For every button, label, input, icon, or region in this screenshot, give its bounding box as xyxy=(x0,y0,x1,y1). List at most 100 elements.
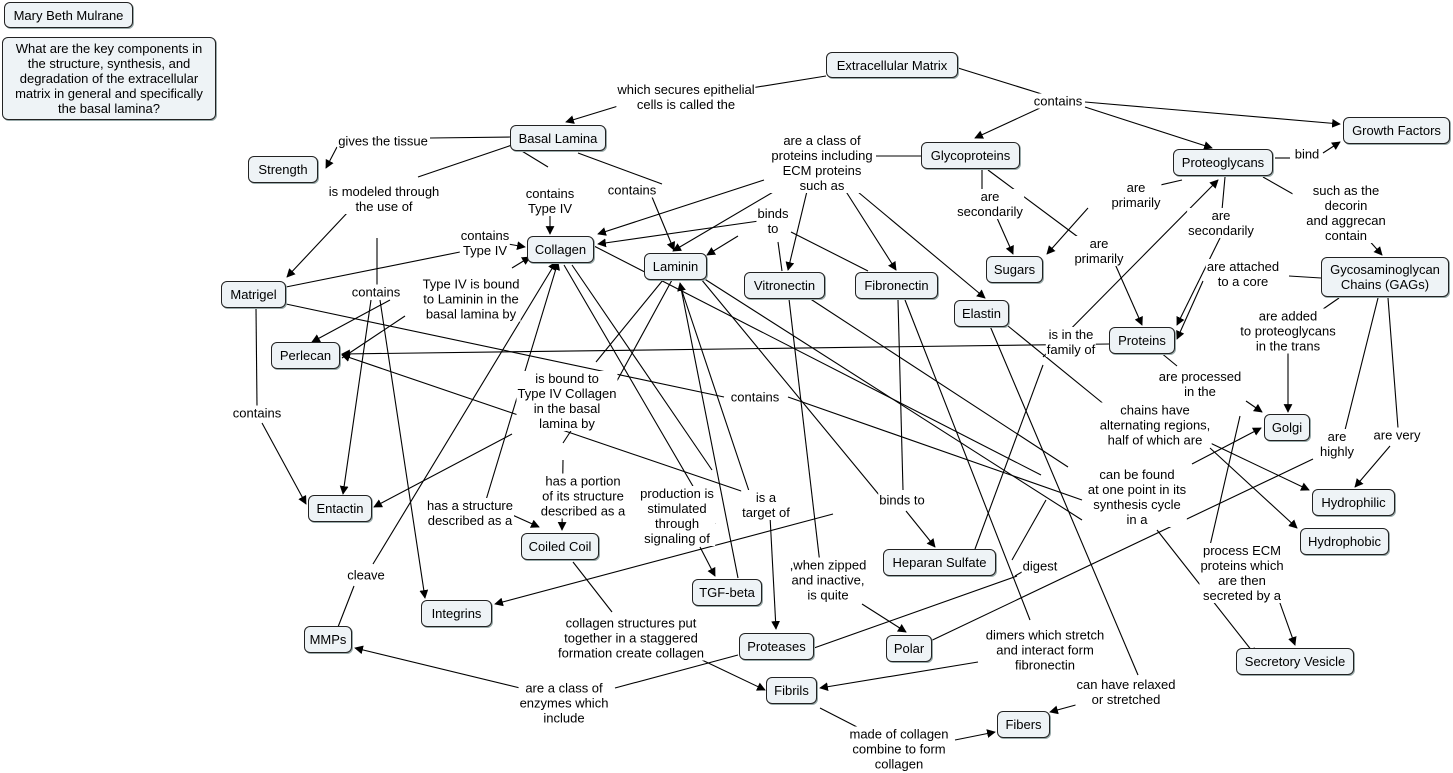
node-collagen[interactable]: Collagen xyxy=(527,236,594,263)
label-modeled: is modeled through the use of xyxy=(327,184,441,214)
label-attached-core: are attached to a core xyxy=(1205,259,1281,289)
node-elastin[interactable]: Elastin xyxy=(954,300,1009,327)
connector-line-85 xyxy=(897,299,904,491)
connector-line-58 xyxy=(261,422,307,505)
connector-line-29 xyxy=(1114,263,1143,326)
node-extracellular-matrix[interactable]: Extracellular Matrix xyxy=(826,52,958,78)
node-matrigel[interactable]: Matrigel xyxy=(221,281,286,308)
label-bind: bind xyxy=(1293,146,1321,162)
label-family-of: is in the family of xyxy=(1045,327,1097,357)
label-portion-structure: has a portion of its structure described… xyxy=(539,473,627,519)
connector-line-47 xyxy=(974,364,1044,550)
connector-line-89 xyxy=(372,261,557,565)
connector-line-22 xyxy=(597,220,760,248)
node-polar[interactable]: Polar xyxy=(886,635,932,662)
node-golgi[interactable]: Golgi xyxy=(1264,414,1310,441)
node-proteases[interactable]: Proteases xyxy=(739,633,814,660)
node-hydrophobic[interactable]: Hydrophobic xyxy=(1300,528,1389,555)
label-are-very: are very xyxy=(1372,427,1422,443)
label-made-of: made of collagen combine to form collage… xyxy=(848,726,950,772)
connector-line-57 xyxy=(255,307,258,407)
node-hydrophilic[interactable]: Hydrophilic xyxy=(1312,489,1395,516)
connector-line-4 xyxy=(1084,106,1213,150)
label-production: production is stimulated through signali… xyxy=(639,486,715,546)
connector-line-103 xyxy=(354,645,521,689)
connector-line-24 xyxy=(706,235,739,256)
connector-line-64 xyxy=(1344,297,1379,431)
connector-line-78 xyxy=(677,282,739,579)
label-alternating: chains have alternating regions, half of… xyxy=(1098,402,1212,448)
node-strength[interactable]: Strength xyxy=(248,156,318,183)
label-cleave: cleave xyxy=(346,567,386,583)
connector-line-79 xyxy=(373,433,513,508)
node-vitronectin[interactable]: Vitronectin xyxy=(744,272,825,299)
connector-line-19 xyxy=(857,191,986,299)
label-contains-bl: contains xyxy=(606,182,658,198)
connector-line-97 xyxy=(701,659,766,691)
connector-line-72 xyxy=(563,264,716,525)
connector-line-27 xyxy=(996,217,1014,255)
connector-line-3 xyxy=(974,107,1041,139)
connector-line-25 xyxy=(777,241,783,272)
node-growth-factors[interactable]: Growth Factors xyxy=(1343,117,1450,144)
connector-line-42 xyxy=(339,299,372,495)
connector-line-2 xyxy=(957,67,1046,96)
node-fibrils[interactable]: Fibrils xyxy=(766,677,817,704)
connector-line-48 xyxy=(341,343,1110,359)
node-basal-lamina[interactable]: Basal Lamina xyxy=(510,125,606,151)
label-class-enzymes: are a class of enzymes which include xyxy=(518,680,610,726)
connector-line-98 xyxy=(904,299,1031,621)
node-coiled-coil[interactable]: Coiled Coil xyxy=(521,533,599,560)
focus-question[interactable]: What are the key components in the struc… xyxy=(2,37,216,120)
connector-line-5 xyxy=(1084,101,1341,128)
node-entactin[interactable]: Entactin xyxy=(308,495,372,522)
connector-line-38 xyxy=(1288,275,1322,279)
connector-line-28 xyxy=(987,169,1079,238)
connector-line-60 xyxy=(787,396,1083,501)
label-found-synthesis: can be found at one point in its synthes… xyxy=(1086,467,1188,527)
connector-line-32 xyxy=(1221,176,1226,211)
connector-line-82 xyxy=(700,278,881,497)
node-secretory-vesicle[interactable]: Secretory Vesicle xyxy=(1236,648,1354,675)
node-gags[interactable]: Gycosaminoglycan Chains (GAGs) xyxy=(1321,257,1449,297)
connector-line-7 xyxy=(325,146,338,169)
label-staggered: collagen structures put together in a st… xyxy=(557,615,705,661)
label-contains-type-iv-2: contains Type IV xyxy=(459,228,511,258)
author-name[interactable]: Mary Beth Mulrane xyxy=(4,2,133,28)
label-type-iv-bound: Type IV is bound to Laminin in the basal… xyxy=(421,276,521,322)
node-heparan-sulfate[interactable]: Heparan Sulfate xyxy=(883,549,996,576)
label-primarily-sugars: are primarily xyxy=(1110,180,1162,210)
connector-line-6 xyxy=(429,136,511,139)
connector-line-21 xyxy=(1322,141,1341,154)
node-integrins[interactable]: Integrins xyxy=(421,600,492,627)
connector-line-104 xyxy=(819,707,858,728)
connector-line-65 xyxy=(921,458,1314,646)
connector-line-67 xyxy=(1354,445,1391,488)
connector-line-100 xyxy=(989,325,1139,676)
node-proteoglycans[interactable]: Proteoglycans xyxy=(1173,149,1273,176)
label-decorin: such as the decorin and aggrecan contain xyxy=(1292,183,1400,243)
node-mmps[interactable]: MMPs xyxy=(304,626,352,653)
node-laminin[interactable]: Laminin xyxy=(644,253,707,280)
connector-line-76 xyxy=(679,284,751,495)
label-processed: are processed in the xyxy=(1157,369,1243,399)
node-fibronectin[interactable]: Fibronectin xyxy=(855,272,938,299)
label-gives-tissue: gives the tissue xyxy=(337,133,429,149)
connector-line-96 xyxy=(572,561,613,613)
connector-line-87 xyxy=(1208,415,1241,551)
label-contains-ecm: contains xyxy=(1032,93,1084,109)
connector-line-39 xyxy=(1176,280,1204,340)
node-proteins[interactable]: Proteins xyxy=(1109,327,1175,354)
connector-line-53 xyxy=(595,279,664,363)
connector-line-43 xyxy=(379,299,429,599)
connector-line-92 xyxy=(861,603,907,633)
node-tgf-beta[interactable]: TGF-beta xyxy=(692,579,762,606)
node-sugars[interactable]: Sugars xyxy=(986,256,1043,283)
node-perlecan[interactable]: Perlecan xyxy=(271,342,340,369)
node-glycoproteins[interactable]: Glycoproteins xyxy=(921,142,1020,169)
connector-line-52 xyxy=(1245,400,1263,413)
node-fibers[interactable]: Fibers xyxy=(997,711,1050,738)
label-zipped: ,when zipped and inactive, is quite xyxy=(788,557,868,603)
label-dimers: dimers which stretch and interact form f… xyxy=(984,627,1106,673)
connector-line-91 xyxy=(788,298,821,565)
